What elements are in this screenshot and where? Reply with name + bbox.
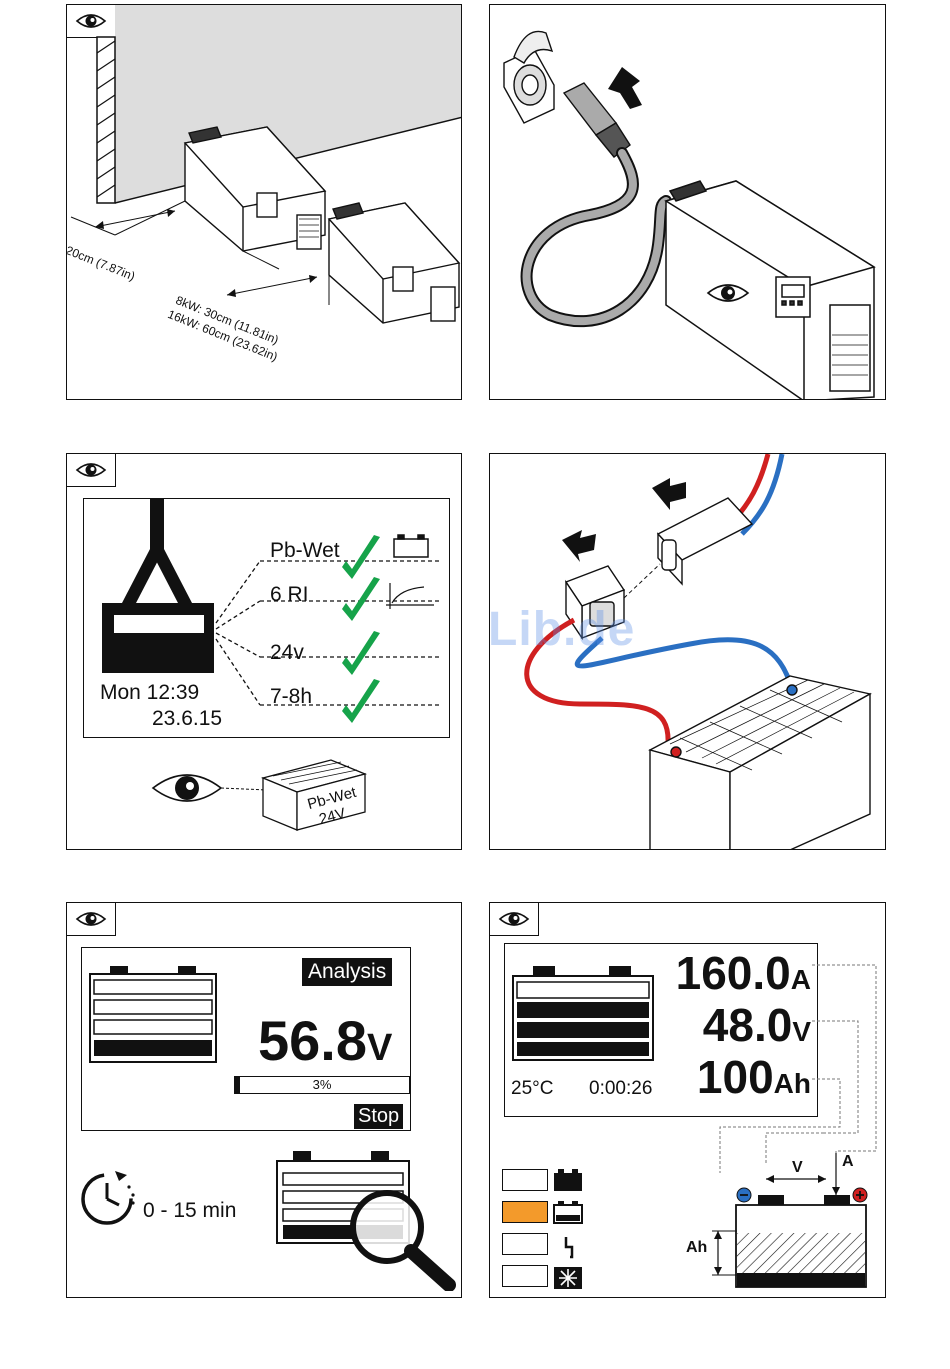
menu-item-charge-curve: 6 RI [270,583,309,607]
mains-plug-drawing [490,5,886,400]
lightning-icon [566,1237,572,1257]
menu-item-duration: 7-8h [270,685,312,709]
diagram-label-voltage: V [792,1159,803,1177]
menu-item-battery-type: Pb-Wet [270,539,340,563]
capacity-unit: Ah [774,1068,811,1099]
analysis-magnifier-icon [275,1151,462,1291]
figure-clearance: 20cm (7.87in) 8kW: 30cm (11.81in) 16kW: … [66,4,462,400]
arrow-icon [652,478,686,510]
check-icon [342,535,380,723]
led-charging [502,1201,548,1223]
voltage-value: 56.8 [258,1009,367,1072]
stop-button[interactable]: Stop [354,1104,403,1129]
battery-icon [394,535,428,557]
snowflake-icon [554,1267,582,1289]
display-datetime: Mon 12:39 [100,681,199,705]
elapsed-time-text: 0:00:26 [589,1078,652,1100]
voltage-unit: V [367,1027,392,1069]
view-tab [67,903,116,936]
voltage-unit: V [792,1016,811,1047]
figure-battery-setup: Pb-Wet 6 RI 24v 7-8h Mon 12:39 23.6.15 P… [66,453,462,850]
voltage-readout: 48.0V [703,998,811,1052]
voltage-readout: 56.8V [258,1008,392,1073]
mode-badge: Analysis [302,958,392,986]
watermark: ManualsLib.de [489,602,635,657]
led-fault [502,1233,548,1255]
status-display: 160.0A 48.0V 100Ah 25°C 0:00:26 [504,943,818,1117]
figure-battery-connect: ManualsLib.de [489,453,886,850]
eye-icon [153,775,221,801]
figure-analysis: Analysis 56.8V 3% Stop 0 - 15 min [66,902,462,1298]
led-fully-charged [502,1169,548,1191]
charger-display: Pb-Wet 6 RI 24v 7-8h Mon 12:39 23.6.15 [83,498,450,738]
battery-icon [511,966,657,1062]
battery-charging-icon [554,1201,582,1223]
battery-icon [88,966,218,1066]
eye-icon [498,909,530,929]
current-readout: 160.0A [676,946,811,1000]
display-date: 23.6.15 [152,707,222,731]
figure-mains-plug [489,4,886,400]
analysis-display: Analysis 56.8V 3% Stop [81,947,411,1131]
duration-text: 0 - 15 min [143,1199,236,1223]
arrow-icon [608,67,642,109]
capacity-value: 100 [697,1051,774,1103]
charger-connector [658,498,752,584]
mains-plug [564,83,630,157]
current-value: 160.0 [676,947,791,999]
diagram-label-capacity: Ah [686,1239,707,1257]
view-tab [67,454,116,487]
temperature-text: 25°C [511,1078,553,1100]
timer-icon [79,1167,143,1231]
battery-label-drawing [67,744,462,850]
figure-charging-status: 160.0A 48.0V 100Ah 25°C 0:00:26 [489,902,886,1298]
charger-second [329,203,459,323]
arrow-icon [562,530,596,562]
progress-text: 3% [235,1077,409,1092]
battery-full-icon [554,1169,582,1191]
led-frost [502,1265,548,1287]
eye-icon [75,460,107,480]
eye-icon [75,909,107,929]
wall-socket [504,31,554,123]
led-legend-icons [552,1165,592,1295]
progress-bar: 3% [234,1076,410,1094]
capacity-readout: 100Ah [697,1050,811,1104]
current-unit: A [791,964,811,995]
charger-unit [666,181,874,400]
minus-terminal-icon [737,1188,751,1202]
charge-curve-icon [386,583,434,609]
menu-item-voltage: 24v [270,641,304,665]
battery-block [650,676,870,850]
voltage-value: 48.0 [703,999,793,1051]
view-tab [490,903,539,936]
diagram-label-current: A [842,1153,854,1171]
plus-terminal-icon [853,1188,867,1202]
